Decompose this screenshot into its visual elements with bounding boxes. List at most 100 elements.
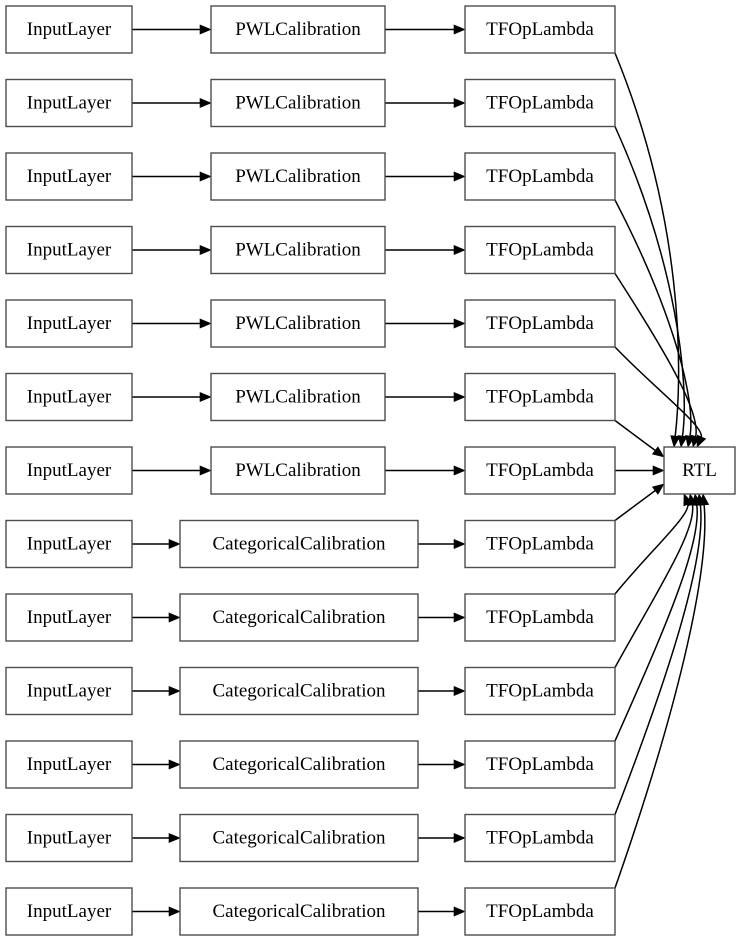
node-lambda-4: TFOpLambda [464,299,616,348]
node-input-layer-4-box [5,299,133,348]
edge-lambda-to-rtl-2-line [614,199,692,438]
node-input-layer-9-box [5,666,133,716]
node-calibration-6-label: PWLCalibration [235,460,361,481]
edge-calibration-to-lambda-1-arrowhead [453,97,466,109]
node-lambda-10: TFOpLambda [464,740,616,789]
node-input-layer-5: InputLayer [5,372,133,422]
node-calibration-7-label: CategoricalCalibration [212,533,386,554]
node-input-layer-5-label: InputLayer [27,386,112,407]
edge-input-to-calibration-0-arrowhead [199,24,212,35]
node-lambda-5: TFOpLambda [464,372,616,422]
edge-calibration-to-lambda-5-arrowhead [453,391,466,403]
node-lambda-9: TFOpLambda [464,666,616,716]
node-input-layer-11: InputLayer [5,813,133,863]
edge-calibration-to-lambda-4-arrowhead [453,318,466,329]
node-calibration-9-label: CategoricalCalibration [212,680,386,701]
node-calibration-1-label: PWLCalibration [235,92,361,113]
node-lambda-6-label: TFOpLambda [486,460,594,481]
node-lambda-12-label: TFOpLambda [486,901,594,922]
edge-lambda-to-rtl-5-line [614,419,657,452]
edge-lambda-to-rtl-7-line [614,489,657,522]
node-input-layer-12-box [5,887,133,936]
edge-input-to-calibration-10-arrowhead [168,759,181,770]
node-input-layer-12: InputLayer [5,887,133,936]
node-input-layer-1-label: InputLayer [27,92,112,113]
node-lambda-1-label: TFOpLambda [486,92,594,113]
edge-input-to-calibration-6-arrowhead [199,465,212,476]
edge-calibration-to-lambda-10-arrowhead [453,759,466,770]
node-calibration-12: CategoricalCalibration [179,887,419,936]
node-lambda-6: TFOpLambda [464,446,616,495]
node-lambda-11-label: TFOpLambda [486,827,594,848]
edge-input-to-calibration-5-arrowhead [199,391,212,403]
node-input-layer-6-label: InputLayer [27,460,112,481]
edge-input-to-calibration-3-arrowhead [199,244,212,256]
node-input-layer-2-label: InputLayer [27,166,112,187]
node-calibration-5: PWLCalibration [210,372,386,422]
node-input-layer-5-box [5,372,133,422]
node-input-layer-1: InputLayer [5,78,133,128]
node-lambda-0-box [464,5,616,54]
node-lambda-12: TFOpLambda [464,887,616,936]
node-input-layer-10-label: InputLayer [27,754,112,775]
node-calibration-1-box [210,78,386,128]
node-input-layer-3-box [5,225,133,275]
node-calibration-3-label: PWLCalibration [235,239,361,260]
node-lambda-7-box [464,519,616,569]
edge-input-to-calibration-7-arrowhead [168,538,181,550]
edge-calibration-to-lambda-0-arrowhead [453,24,466,35]
node-input-layer-1-box [5,78,133,128]
node-calibration-6: PWLCalibration [210,446,386,495]
node-calibration-11: CategoricalCalibration [179,813,419,863]
edge-calibration-to-lambda-3-arrowhead [453,244,466,256]
edge-lambda-to-rtl-8-line [614,503,689,595]
node-input-layer-0: InputLayer [5,5,133,54]
edge-calibration-to-lambda-8-arrowhead [453,612,466,623]
edge-calibration-to-lambda-2-arrowhead [453,171,466,182]
node-calibration-1: PWLCalibration [210,78,386,128]
node-calibration-12-label: CategoricalCalibration [212,901,386,922]
node-lambda-7: TFOpLambda [464,519,616,569]
edge-lambda-to-rtl-4-line [614,346,702,439]
node-input-layer-10-box [5,740,133,789]
edge-calibration-to-lambda-11-arrowhead [453,832,466,844]
node-lambda-2-box [464,152,616,201]
node-input-layer-0-label: InputLayer [27,19,112,40]
node-calibration-0-label: PWLCalibration [235,19,361,40]
node-input-layer-8-label: InputLayer [27,607,112,628]
edges-layer [132,24,710,917]
node-calibration-3-box [210,225,386,275]
node-lambda-8: TFOpLambda [464,593,616,642]
node-calibration-2-label: PWLCalibration [235,166,361,187]
node-lambda-0-label: TFOpLambda [486,19,594,40]
node-calibration-11-label: CategoricalCalibration [212,827,386,848]
node-calibration-3: PWLCalibration [210,225,386,275]
node-output-rtl-label: RTL [682,460,717,481]
node-lambda-0: TFOpLambda [464,5,616,54]
edge-input-to-calibration-8-arrowhead [168,612,181,623]
edge-calibration-to-lambda-6-arrowhead [453,465,466,476]
edge-lambda-to-rtl-5-arrowhead [651,446,665,458]
node-calibration-4: PWLCalibration [210,299,386,348]
node-calibration-8: CategoricalCalibration [179,593,419,642]
node-calibration-8-label: CategoricalCalibration [212,607,386,628]
node-calibration-7: CategoricalCalibration [179,519,419,569]
node-input-layer-4: InputLayer [5,299,133,348]
node-output-rtl: RTL [663,446,736,495]
edge-lambda-to-rtl-0-arrowhead [670,435,681,448]
node-input-layer-9-label: InputLayer [27,680,112,701]
node-input-layer-8-box [5,593,133,642]
node-calibration-0-box [210,5,386,54]
node-calibration-0: PWLCalibration [210,5,386,54]
node-lambda-1: TFOpLambda [464,78,616,128]
node-lambda-8-label: TFOpLambda [486,607,594,628]
node-lambda-9-label: TFOpLambda [486,680,594,701]
node-lambda-6-box [464,446,616,495]
edge-calibration-to-lambda-7-arrowhead [453,538,466,550]
edge-lambda-to-rtl-10-line [614,503,698,742]
node-calibration-2: PWLCalibration [210,152,386,201]
edge-lambda-to-rtl-12-line [614,503,706,889]
